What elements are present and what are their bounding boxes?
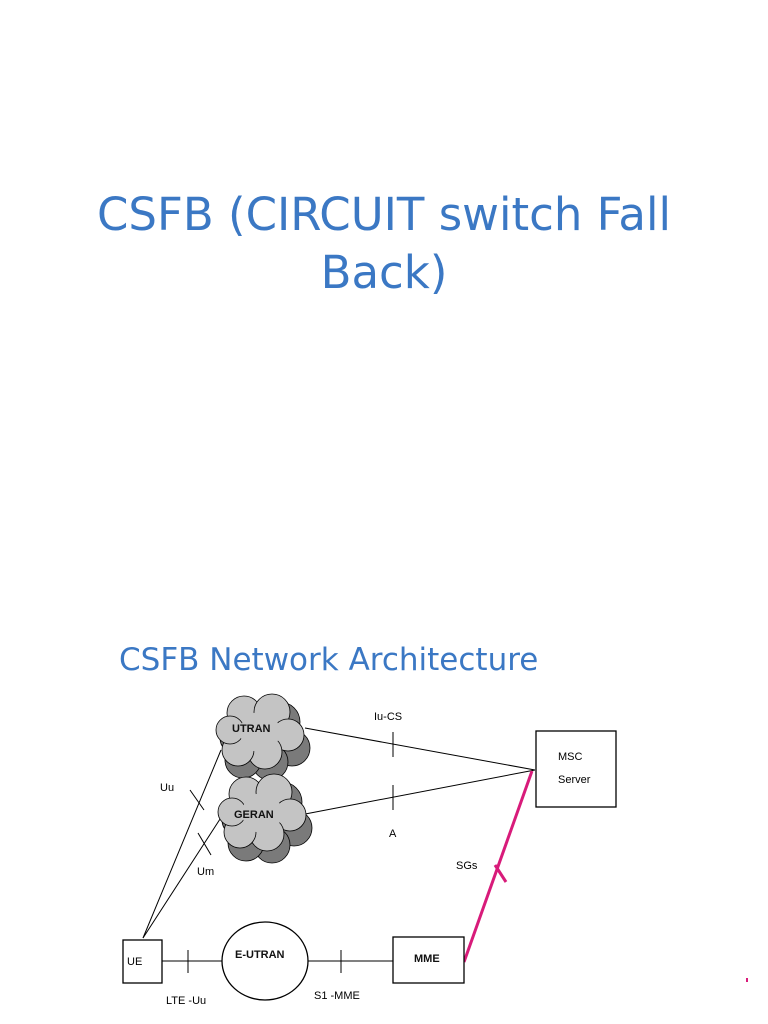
- link-ue-utran: [142, 749, 222, 939]
- ue-label: UE: [127, 956, 142, 968]
- msc-server-node: [535, 730, 617, 808]
- tick-um: [197, 832, 212, 856]
- msc-label: MSC: [558, 751, 583, 763]
- mme-label: MME: [414, 953, 440, 965]
- eutran-node: [221, 921, 309, 1001]
- geran-cloud: [217, 773, 313, 864]
- link-mme-msc-sgs: [462, 770, 534, 963]
- geran-label: GERAN: [234, 809, 274, 821]
- slide-marker: [746, 978, 748, 982]
- tick-sgs: [493, 864, 508, 883]
- link-geran-msc: [299, 769, 536, 816]
- tick-uu: [189, 789, 205, 811]
- um-label: Um: [197, 866, 214, 878]
- sgs-label: SGs: [456, 860, 478, 872]
- a-label: A: [389, 828, 397, 840]
- link-ue-geran: [142, 815, 223, 939]
- slide-title: CSFB (CIRCUIT switch Fall Back): [96, 188, 672, 299]
- uu-label: Uu: [160, 782, 174, 794]
- utran-cloud: [215, 693, 311, 781]
- slide-subtitle: CSFB Network Architecture: [119, 642, 539, 678]
- eutran-label: E-UTRAN: [235, 949, 285, 961]
- s1-mme-label: S1 -MME: [314, 990, 360, 1002]
- mme-node: [392, 936, 465, 984]
- msc-server-label: Server: [558, 774, 591, 786]
- iu-cs-label: Iu-CS: [374, 711, 402, 723]
- ue-node: [122, 939, 163, 984]
- link-utran-msc: [304, 727, 536, 771]
- utran-label: UTRAN: [232, 723, 271, 735]
- lte-uu-label: LTE -Uu: [166, 995, 206, 1007]
